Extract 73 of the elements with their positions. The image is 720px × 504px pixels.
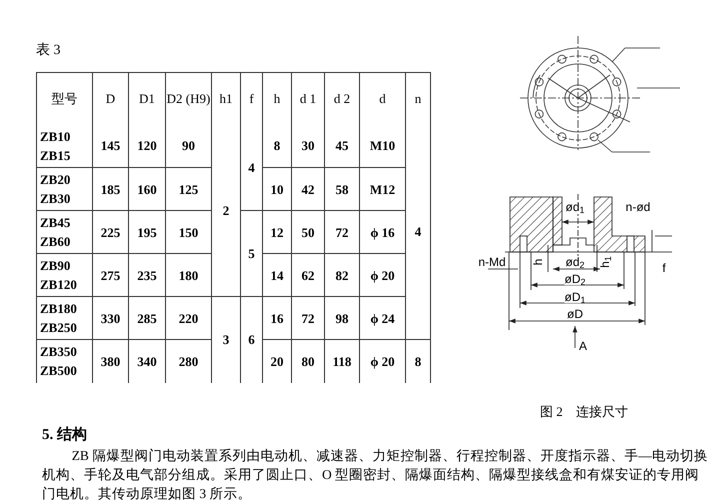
table-cell: 120 — [128, 124, 166, 168]
table-cell: 12 — [262, 210, 292, 254]
table-header: d — [360, 72, 406, 124]
table-cell: 16 — [262, 296, 292, 340]
dimension-label: øD$_{2}$ — [564, 273, 586, 285]
table-cell: 145 — [92, 124, 128, 168]
dimension-label: n-ød — [626, 201, 650, 213]
table-cell: 8 — [406, 340, 430, 382]
table-cell: 20 — [262, 340, 292, 382]
table-cell: 45 — [324, 124, 360, 168]
table-cell: ZB180 ZB250 — [36, 296, 92, 340]
table-cell: 4 — [406, 124, 430, 340]
table-header: D1 — [128, 72, 166, 124]
table-header: n — [406, 72, 430, 124]
table-cell: 3 — [212, 296, 240, 382]
table-cell: 380 — [92, 340, 128, 382]
table-cell: 4 — [240, 124, 262, 210]
table-header: D — [92, 72, 128, 124]
table-cell: 160 — [128, 168, 166, 210]
dimension-label: A — [579, 340, 587, 352]
table-cell: 6 — [240, 296, 262, 382]
table-cell: 280 — [166, 340, 212, 382]
dimension-label: f — [662, 262, 666, 274]
table-cell: ϕ 20 — [360, 340, 406, 382]
table-header: 型号 — [36, 72, 92, 124]
table-cell: 80 — [292, 340, 324, 382]
table-cell: 82 — [324, 254, 360, 296]
table-header: D2 (H9) — [166, 72, 212, 124]
table-cell: 98 — [324, 296, 360, 340]
table-cell: ZB20 ZB30 — [36, 168, 92, 210]
table-cell: 235 — [128, 254, 166, 296]
table-header: f — [240, 72, 262, 124]
table-cell: 90 — [166, 124, 212, 168]
table-header: d 1 — [292, 72, 324, 124]
table-cell: M10 — [360, 124, 406, 168]
table-header: h — [262, 72, 292, 124]
table-cell: 62 — [292, 254, 324, 296]
table-cell: 185 — [92, 168, 128, 210]
table-cell: 30 — [292, 124, 324, 168]
table-cell: ZB10 ZB15 — [36, 124, 92, 168]
figure-caption: 图 2 连接尺寸 — [540, 403, 628, 421]
dimension-label: h — [532, 258, 544, 266]
table-cell: 195 — [128, 210, 166, 254]
table-header: h1 — [212, 72, 240, 124]
dimension-label: øD$_{1}$ — [564, 291, 586, 303]
table-cell: 14 — [262, 254, 292, 296]
dimension-label: ød$_{1}$ — [565, 201, 585, 213]
dimension-label: ød$_{2}$ — [565, 256, 585, 268]
table-cell: 285 — [128, 296, 166, 340]
table-header: d 2 — [324, 72, 360, 124]
table-cell: ZB350 ZB500 — [36, 340, 92, 382]
dimension-label: n-Md — [478, 256, 506, 268]
table-cell: 225 — [92, 210, 128, 254]
table-title: 表 3 — [36, 42, 60, 60]
table-cell: 10 — [262, 168, 292, 210]
table-cell: 2 — [212, 124, 240, 296]
table-cell: 330 — [92, 296, 128, 340]
table-cell: ZB90 ZB120 — [36, 254, 92, 296]
table-cell: 42 — [292, 168, 324, 210]
table-cell: 8 — [262, 124, 292, 168]
table-cell: 58 — [324, 168, 360, 210]
paragraph: ZB 隔爆型阀门电动装置系列由电动机、减速器、力矩控制器、行程控制器、开度指示器、手—电动切换机构、手轮及电气部分组成。采用了圆止口、O 型圈密封、隔爆面结构、隔爆型接线盒和有煤安证的专用阀门电机。其传动原理如图 3 所示。 — [42, 447, 709, 503]
table-cell: 50 — [292, 210, 324, 254]
dimension-label: øD — [567, 308, 583, 320]
table-cell: 275 — [92, 254, 128, 296]
table-cell: 72 — [292, 296, 324, 340]
table-cell: 340 — [128, 340, 166, 382]
table-cell: 72 — [324, 210, 360, 254]
table-cell: 118 — [324, 340, 360, 382]
section-heading: 5. 结构 — [42, 425, 87, 445]
table-cell: ZB45 ZB60 — [36, 210, 92, 254]
table-cell: 5 — [240, 210, 262, 296]
table-cell: 220 — [166, 296, 212, 340]
